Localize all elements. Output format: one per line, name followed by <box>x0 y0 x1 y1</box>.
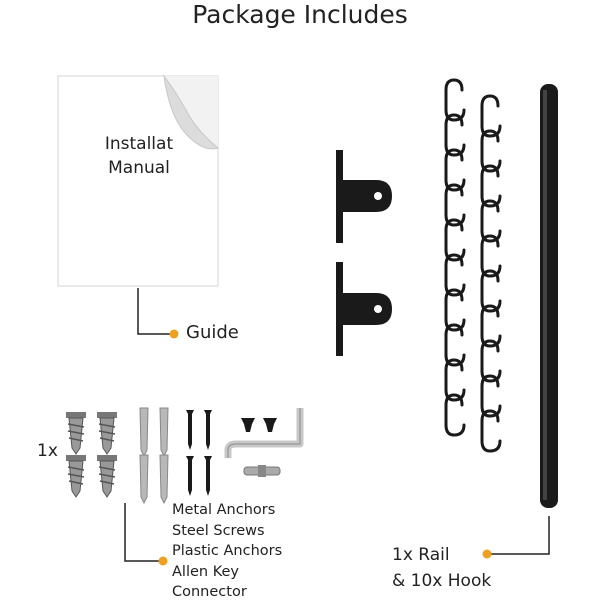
rail-label: 1x Rail & 10x Hook <box>392 542 491 594</box>
metal-anchors <box>66 412 117 498</box>
allen-key <box>224 408 304 458</box>
manual-sheet <box>57 74 220 287</box>
manual-cover-text: Installat Manual <box>64 132 214 180</box>
guide-connector <box>137 288 179 339</box>
manual-title-line2: Manual <box>108 158 170 178</box>
rail-connector <box>482 516 550 559</box>
s-hook <box>444 288 466 332</box>
s-hooks <box>444 78 502 453</box>
s-hook <box>444 253 466 297</box>
hardware-list: Metal Anchors Steel Screws Plastic Ancho… <box>172 500 282 603</box>
list-item: Allen Key <box>172 563 239 580</box>
s-hook <box>480 304 502 348</box>
s-hook <box>480 339 502 383</box>
s-hook <box>480 129 502 173</box>
s-hook <box>480 94 502 138</box>
guide-label: Guide <box>186 322 239 343</box>
bracket-top <box>336 150 392 243</box>
s-hook <box>480 164 502 208</box>
s-hook <box>444 148 466 192</box>
list-item: Connector <box>172 584 247 600</box>
rail-label-line2: & 10x Hook <box>392 571 492 591</box>
s-hook <box>480 409 502 453</box>
rail-bar <box>540 84 558 508</box>
rail-label-line1: 1x Rail <box>392 545 450 565</box>
s-hook <box>444 218 466 262</box>
manual-title-line1: Installat <box>104 134 174 154</box>
s-hook <box>444 358 466 402</box>
s-hook <box>444 113 466 157</box>
set-screws <box>241 418 277 432</box>
steel-screws <box>186 410 212 496</box>
list-item: Metal Anchors <box>172 502 276 518</box>
s-hook <box>444 323 466 367</box>
s-hook <box>480 199 502 243</box>
bracket-bottom <box>336 262 392 356</box>
s-hook <box>444 78 466 122</box>
list-item: Steel Screws <box>172 522 265 539</box>
s-hook <box>444 183 466 227</box>
hardware-connector <box>124 503 168 566</box>
plastic-anchors <box>139 407 169 505</box>
s-hook <box>480 269 502 313</box>
s-hook <box>444 393 466 437</box>
s-hook <box>480 374 502 418</box>
page-title: Package Includes <box>192 0 408 29</box>
connector-piece <box>243 465 281 477</box>
s-hook <box>480 234 502 278</box>
hardware-quantity: 1x <box>37 441 58 461</box>
list-item: Plastic Anchors <box>172 543 283 559</box>
